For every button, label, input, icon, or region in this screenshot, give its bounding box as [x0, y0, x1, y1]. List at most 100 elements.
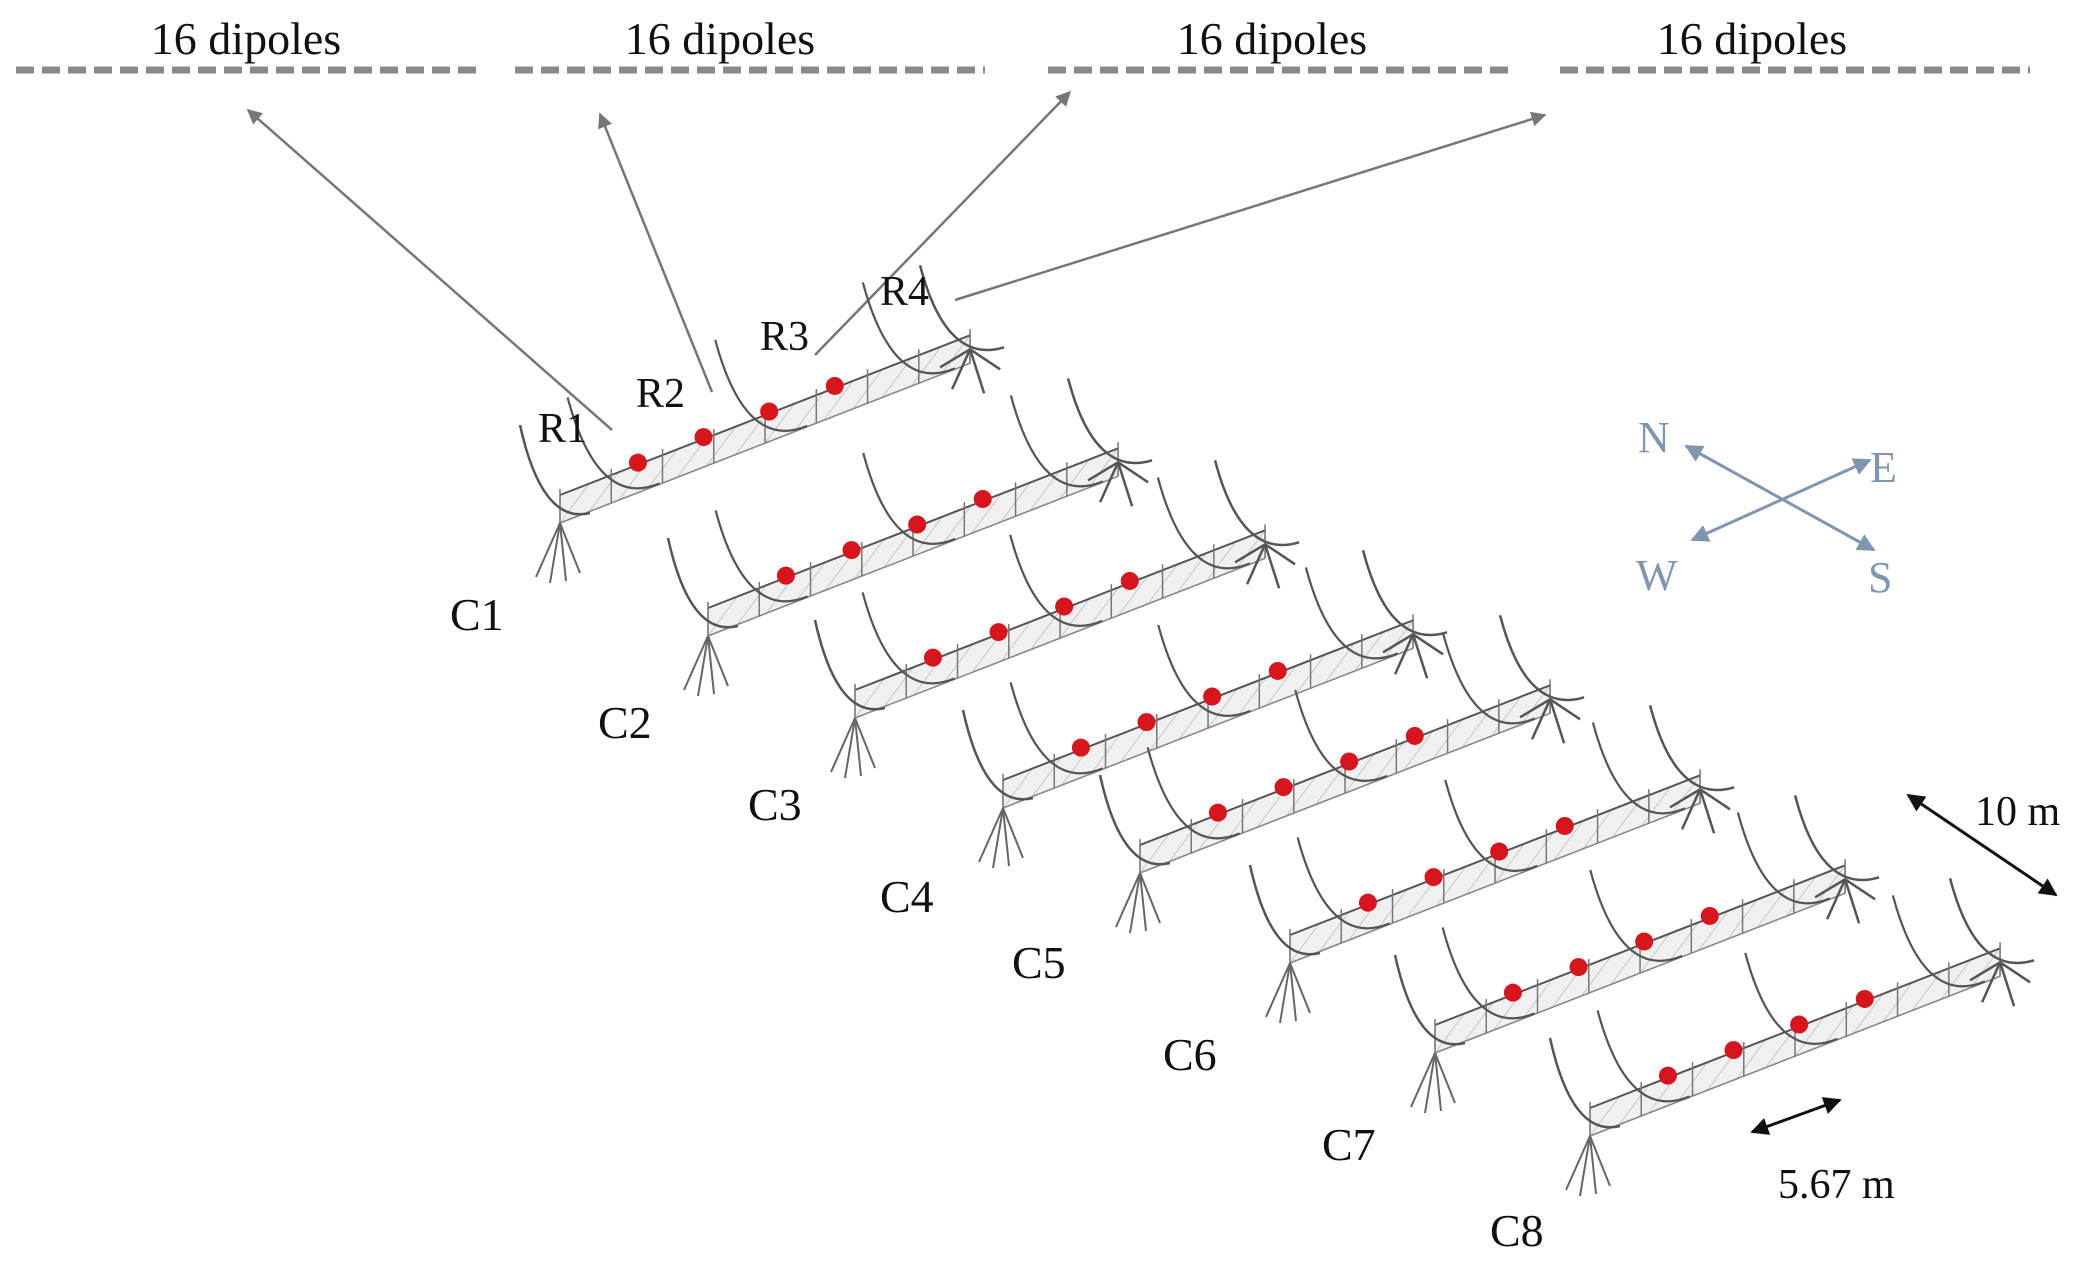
cylinder-c6-feed-marker-4 [1555, 816, 1574, 835]
cylinder-c4 [961, 549, 1448, 869]
dipole-row-1-label: 16 dipoles [151, 13, 341, 64]
cylinder-c2-support-leg [707, 635, 715, 695]
cylinder-c1-lattice [793, 392, 825, 433]
cylinder-c7-far-leg [1825, 878, 1847, 920]
cylinder-c6-reflector-rib [1296, 837, 1391, 930]
cylinder-c6-far-leg [1669, 788, 1701, 809]
cylinder-c7-lattice [1698, 910, 1729, 951]
pointer-arrow-r2 [598, 112, 714, 393]
cylinder-c8-reflector-rib [1744, 952, 1838, 1045]
cylinder-c3-far-leg [1234, 543, 1266, 564]
cylinder-c1-support-leg [559, 522, 567, 582]
cylinder-c4-support-leg [1002, 807, 1024, 859]
cylinder-c7-feed-marker-3 [1635, 932, 1654, 951]
cylinder-c4-feed-marker-4 [1268, 661, 1287, 680]
cylinder-c3-reflector-rib [1156, 477, 1251, 570]
cylinder-c3-lattice [1235, 529, 1266, 570]
dipole-rows: 16 dipoles 16 dipoles 16 dipoles 16 dipo… [16, 13, 2030, 74]
cylinder-c3-far-support [1234, 543, 1296, 589]
cylinder-c5-lattice [1373, 742, 1405, 783]
cylinder-c6-feed-marker-2 [1424, 868, 1443, 887]
cylinder-c3-lattice [854, 678, 885, 719]
cylinder-c5 [1098, 614, 1585, 934]
cylinder-c2-far-rim [1066, 377, 1153, 465]
cylinder-c1-far-rim [918, 264, 1005, 352]
cylinder-c7-far-leg [1844, 878, 1876, 901]
cylinder-c7-lattice [1786, 876, 1817, 917]
cylinder-c6-feed-marker-3 [1490, 842, 1509, 861]
cylinder-c3-lattice [1088, 587, 1120, 628]
cylinder-c2-support-leg [697, 635, 709, 697]
receiver-label-r2: R2 [636, 371, 685, 417]
cylinder-c4-far-leg [1393, 633, 1415, 675]
cylinder-c6-far-rim [1648, 704, 1735, 792]
cylinder-c4-reflector-rib [1009, 682, 1104, 775]
cylinder-c2-lattice [1059, 459, 1090, 500]
cylinder-c7-far-rim [1793, 794, 1880, 882]
cylinder-c7-lattice [1463, 1001, 1494, 1042]
cylinder-c6-lattice [1436, 866, 1467, 907]
cylinder-c3-lattice [1059, 598, 1090, 639]
cylinder-c4-lattice [1266, 665, 1297, 706]
cylinder-c2-far-leg [1116, 461, 1134, 507]
cylinder-c2-feed-marker-3 [908, 515, 927, 534]
cylinder-c2-lattice [736, 584, 767, 625]
cylinder-c7-support-leg [1434, 1052, 1442, 1112]
cylinder-c8-far-leg [1969, 961, 2001, 982]
compass-north-south-arrow [1684, 444, 1876, 552]
cylinder-c3-support-leg [854, 717, 862, 777]
cylinder-c4-support-leg [1002, 807, 1010, 867]
cylinder-c6-support-leg [1289, 962, 1297, 1022]
cylinder-c4-lattice [1383, 619, 1414, 660]
cylinder-c6-feed-marker-1 [1358, 893, 1377, 912]
receiver-label-r3: R3 [760, 314, 809, 360]
cylinder-c5-lattice [1168, 821, 1199, 862]
cylinder-c5-lattice [1344, 753, 1375, 794]
segment-dimension-label: 5.67 m [1778, 1162, 1895, 1208]
cylinder-c8-feed-marker-4 [1855, 989, 1874, 1008]
cylinder-c7-support-leg [1410, 1052, 1436, 1108]
compass-east-label: E [1870, 443, 1897, 492]
cylinder-c5-support-leg [1129, 872, 1141, 934]
cylinder-c8-near-rim [1548, 1037, 1621, 1129]
cylinder-c5-far-leg [1530, 698, 1552, 740]
cylinder-c6-support-leg [1265, 962, 1291, 1018]
cylinder-c4-lattice [1354, 631, 1385, 672]
cylinder-c3-near-support [830, 717, 876, 779]
cylinder-c1-far-leg [950, 348, 972, 390]
cylinder-c2-lattice [941, 505, 973, 546]
cylinder-c7-far-leg [1814, 878, 1846, 899]
cylinder-c3-feed-marker-4 [1120, 571, 1139, 590]
cylinder-c1-reflector-rib [861, 282, 956, 375]
cylinder-c8-reflector-rib [1596, 1010, 1691, 1103]
cylinder-label-c6: C6 [1163, 1029, 1217, 1080]
cylinder-label-c5: C5 [1012, 937, 1066, 988]
cylinder-c2-support-leg [707, 635, 729, 687]
cylinder-c7-support-leg [1434, 1052, 1456, 1104]
cylinder-c5-far-leg [1548, 698, 1566, 744]
cylinder-c3-support-leg [854, 717, 876, 769]
cylinder-c4-far-leg [1382, 633, 1414, 654]
cylinder-c2-feed-marker-4 [973, 489, 992, 508]
cylinder-c1-far-support [939, 348, 1001, 394]
cylinder-c3-feed-marker-3 [1055, 597, 1074, 616]
cylinder-c8-far-leg [1980, 961, 2002, 1003]
cylinder-c3-near-rim [813, 619, 886, 711]
cylinder-c6-near-rim [1248, 864, 1321, 956]
cylinder-c6-lattice [1523, 832, 1555, 873]
cylinder-c6-support-leg [1279, 962, 1291, 1024]
cylinder-c5-support-leg [1139, 872, 1147, 932]
cylinder-c1-lattice [940, 334, 971, 375]
cylinder-c5-lattice [1403, 730, 1434, 771]
cylinder-c6-near-support [1265, 962, 1311, 1024]
cylinder-c2-near-support [683, 635, 729, 697]
cylinder-c1-support-leg [559, 522, 581, 574]
dipole-row-3-label: 16 dipoles [1177, 13, 1367, 64]
cylinder-c6-lattice [1289, 923, 1320, 964]
cylinder-c3-support-leg [830, 717, 856, 773]
cylinder-c1-near-rim [518, 424, 591, 516]
receiver-label-r1: R1 [538, 406, 587, 452]
cylinder-c1-near-support [535, 522, 581, 584]
cylinder-c2-feed-marker-1 [776, 566, 795, 585]
